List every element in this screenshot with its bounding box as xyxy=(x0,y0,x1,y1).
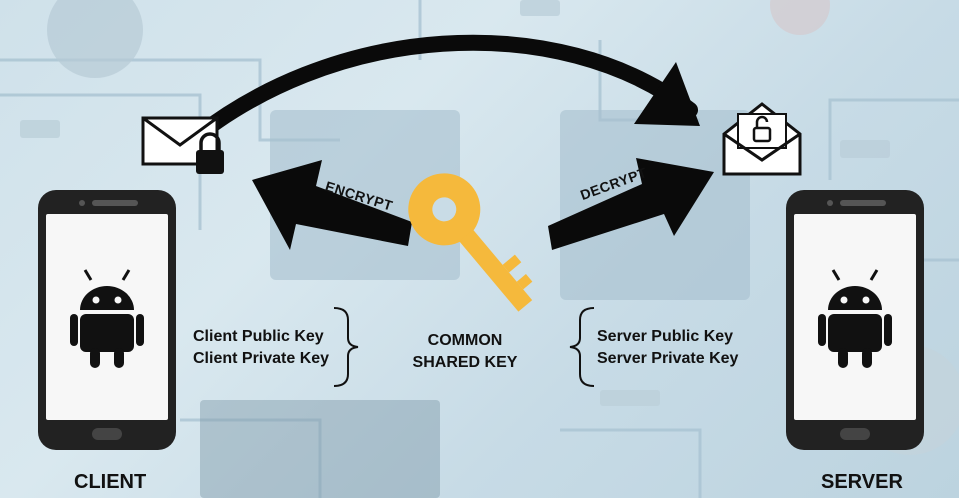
chip-left xyxy=(270,110,460,280)
button-component xyxy=(770,0,830,35)
encrypt-arrow xyxy=(252,160,412,250)
shared-key-label: COMMON SHARED KEY xyxy=(400,330,530,374)
capacitor xyxy=(47,0,143,78)
server-keys: Server Public Key Server Private Key xyxy=(597,326,738,370)
shared-key-line1: COMMON xyxy=(427,332,503,349)
client-private-key-label: Client Private Key xyxy=(193,350,330,367)
server-label: SERVER xyxy=(821,471,903,493)
chip-bottom xyxy=(200,400,440,498)
android-icon-client xyxy=(70,269,144,368)
client-public-key-label: Client Public Key xyxy=(193,328,324,345)
android-icon-server xyxy=(818,269,892,368)
shared-key-line2: SHARED KEY xyxy=(412,354,518,371)
server-private-key-label: Server Private Key xyxy=(597,350,739,367)
client-keys: Client Public Key Client Private Key xyxy=(193,326,329,370)
server-public-key-label: Server Public Key xyxy=(597,328,734,345)
transfer-arc-arrowhead xyxy=(634,62,700,126)
decrypt-arrow xyxy=(548,158,714,250)
transfer-arc-arrow xyxy=(172,34,698,158)
client-keys-brace xyxy=(333,307,359,387)
server-keys-brace xyxy=(569,307,595,387)
client-label: CLIENT xyxy=(74,471,147,493)
